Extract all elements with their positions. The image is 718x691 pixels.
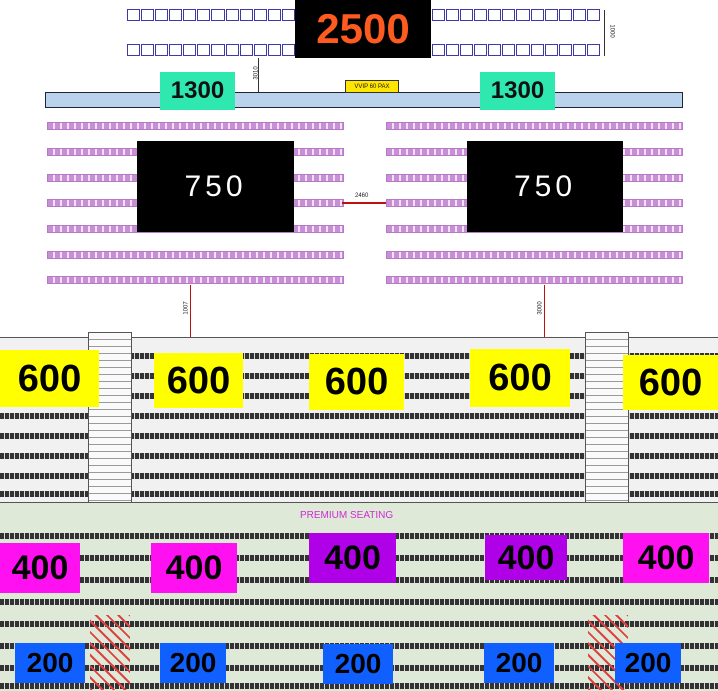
capacity-label-750-left: 750 [137, 141, 294, 232]
seat-row [0, 491, 718, 497]
seat-row [386, 122, 683, 130]
capacity-label-400: 400 [151, 543, 237, 593]
stage-bar [45, 92, 683, 108]
seat-row [0, 621, 718, 627]
seat-row [432, 44, 600, 56]
seat-row [0, 683, 718, 689]
walkway-dimension-line [190, 285, 191, 337]
capacity-label-1300-right: 1300 [480, 72, 555, 110]
vvip-label: VVIP 60 PAX [345, 80, 399, 93]
seat-row [432, 9, 600, 21]
capacity-label-2500: 2500 [295, 0, 431, 58]
seat-row [386, 276, 683, 284]
top-seating-block: 1000 [0, 0, 718, 70]
capacity-label-200: 200 [15, 643, 85, 683]
seat-row [127, 9, 295, 21]
walkway-dimension-label: 3000 [537, 301, 544, 315]
dimension-line [604, 10, 605, 56]
seat-row [0, 599, 718, 605]
seat-row [0, 433, 718, 439]
premium-seating-text: PREMIUM SEATING [300, 510, 394, 521]
capacity-label-1300-left: 1300 [160, 72, 235, 110]
seat-row [47, 276, 344, 284]
seat-row [0, 413, 718, 419]
capacity-label-200: 200 [323, 644, 393, 684]
seat-row [386, 251, 683, 259]
capacity-label-400: 400 [309, 533, 396, 583]
capacity-label-400: 400 [0, 543, 80, 593]
capacity-label-600: 600 [470, 349, 570, 407]
seat-row [0, 453, 718, 459]
walkway-dimension-label: 1007 [183, 301, 190, 315]
stage-dimension-label: 3010 [253, 66, 260, 80]
hatch-zone [90, 615, 130, 690]
capacity-label-200: 200 [160, 643, 226, 683]
capacity-label-600: 600 [623, 355, 718, 410]
capacity-label-750-right: 750 [467, 141, 623, 232]
seat-row [47, 251, 344, 259]
stage-dimension-line [258, 58, 259, 92]
capacity-label-400: 400 [485, 535, 567, 580]
capacity-label-400: 400 [623, 533, 709, 583]
capacity-label-200: 200 [615, 643, 681, 683]
aisle-dimension-label: 2460 [355, 193, 369, 199]
capacity-label-600: 600 [154, 353, 243, 408]
capacity-label-200: 200 [484, 643, 554, 683]
dimension-label: 1000 [608, 24, 615, 38]
walkway-dimension-line [544, 285, 545, 337]
seat-row [127, 44, 295, 56]
capacity-label-600: 600 [0, 350, 99, 407]
seat-row [47, 122, 344, 130]
capacity-label-600: 600 [309, 354, 404, 410]
aisle-dimension-line [342, 202, 386, 204]
seat-row [0, 473, 718, 479]
